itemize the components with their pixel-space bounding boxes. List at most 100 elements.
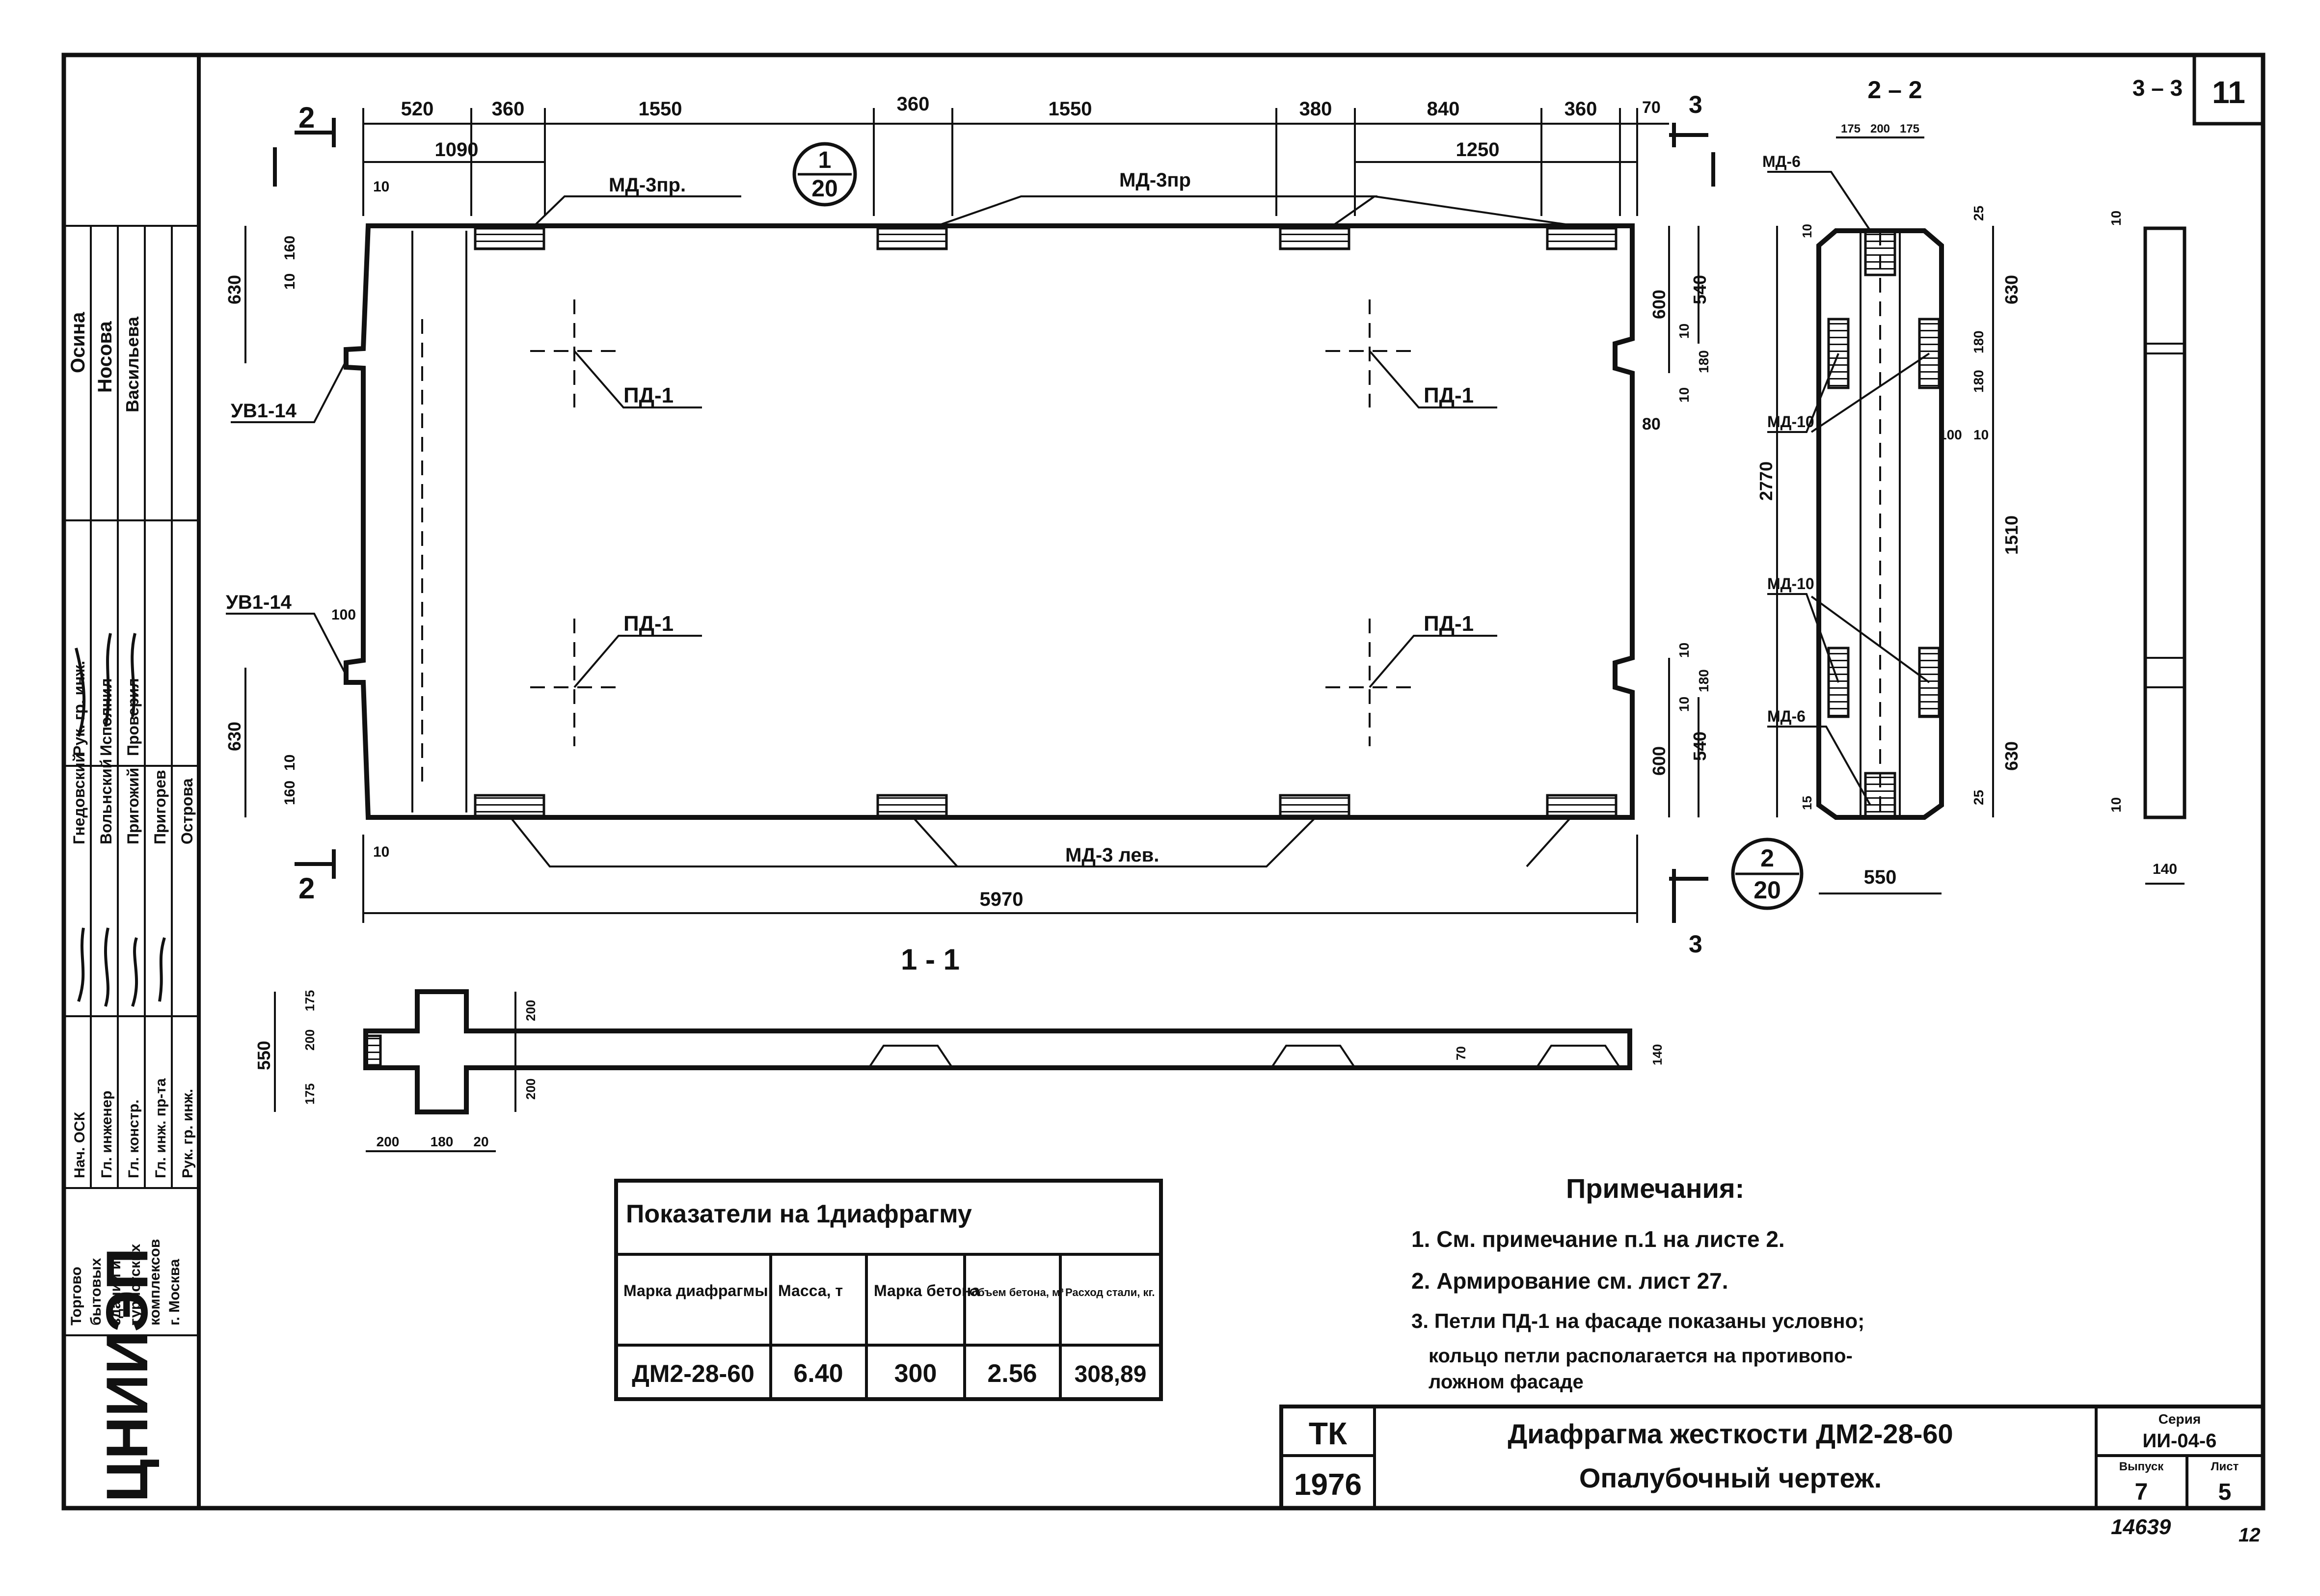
section-1-1-title: 1 - 1 xyxy=(901,943,960,976)
note-3: 3. Петли ПД-1 на фасаде показаны условно… xyxy=(1411,1309,1864,1332)
label-uvi14-b: УВ1-14 xyxy=(226,592,292,613)
corner-sheet-box xyxy=(2192,53,2265,126)
org-line-1: Торгово xyxy=(68,1267,84,1325)
corner-sheet-number: 11 xyxy=(2212,75,2245,110)
title-tk: ТК xyxy=(1309,1416,1348,1451)
dim-top-6: 380 xyxy=(1299,98,1332,120)
role-3: Гл. констр. xyxy=(126,1100,142,1178)
s2-dim-25a: 25 xyxy=(1971,206,1986,221)
name2-2: Носова xyxy=(94,321,116,393)
indicators-table: Показатели на 1диафрагму Марка диафрагмы… xyxy=(614,1179,1163,1401)
section-mark-3-bottom: 3 xyxy=(1689,930,1702,958)
s3-dim-10a: 10 xyxy=(2108,211,2124,226)
role-2: Гл. инженер xyxy=(99,1091,115,1179)
section-3-3-title: 3 – 3 xyxy=(2132,75,2183,101)
s2-dim-180a: 180 xyxy=(1971,330,1986,353)
scale-bubble-2-bottom: 20 xyxy=(1753,876,1781,904)
role-4: Гл. инж. пр-та xyxy=(153,1078,169,1178)
label-pd1-d: ПД-1 xyxy=(1424,612,1474,636)
section-3-3: 3 – 3 10 10 140 xyxy=(2108,75,2186,885)
dim-right-10b: 10 xyxy=(1676,387,1692,403)
s1-dim-b180: 180 xyxy=(431,1134,454,1149)
dim-10-top: 10 xyxy=(373,179,389,195)
org-line-4: туристских xyxy=(127,1244,143,1325)
s2-dim-630b: 630 xyxy=(2001,741,2022,771)
s1-dim-175a: 175 xyxy=(302,990,317,1011)
label-md10-b: МД-10 xyxy=(1767,575,1814,593)
s2-dim-1510: 1510 xyxy=(2001,515,2022,555)
s2-dim-630a: 630 xyxy=(2001,275,2022,304)
dim-right-80: 80 xyxy=(1642,415,1661,433)
dim-right-180b: 180 xyxy=(1696,669,1711,692)
title-line-2: Опалубочный чертеж. xyxy=(1579,1462,1882,1493)
s3-dim-10b: 10 xyxy=(2108,797,2124,812)
org-line-6: г. Москва xyxy=(166,1259,183,1325)
name-3: Пригожий xyxy=(124,768,142,844)
s3-dim-140: 140 xyxy=(2153,861,2177,877)
indicators-header-3: Марка бетона xyxy=(874,1282,980,1299)
dim-left-630a: 630 xyxy=(224,275,244,304)
dim-right-10c: 10 xyxy=(1676,643,1692,658)
sheet-value: 5 xyxy=(2218,1479,2232,1505)
notes-title: Примечания: xyxy=(1566,1173,1744,1204)
series-value: ИИ-04-6 xyxy=(2143,1430,2217,1452)
org-logo: ЦНИИЭП xyxy=(94,1248,160,1502)
issue-value: 7 xyxy=(2135,1479,2148,1505)
facade-view: ПД-1 ПД-1 ПД-1 ПД-1 МД-3пр. МД-3пр МД-3 … xyxy=(224,91,1715,958)
section-mark-2-top: 2 xyxy=(298,101,315,134)
s1-dim-200: 200 xyxy=(302,1029,317,1051)
sheet-label: Лист xyxy=(2211,1460,2239,1473)
indicators-header-2: Масса, т xyxy=(778,1282,843,1299)
dim-top-1: 520 xyxy=(401,98,434,120)
dim-right-10d: 10 xyxy=(1676,697,1692,712)
org-line-5: комплексов xyxy=(147,1239,163,1325)
indicators-header-1: Марка диафрагмы xyxy=(623,1282,768,1299)
dim-top-8: 360 xyxy=(1565,98,1597,120)
dim-right-600b: 600 xyxy=(1649,746,1669,776)
label-md3lev: МД-3 лев. xyxy=(1065,844,1159,866)
s2-dim-175b: 175 xyxy=(1900,122,1919,135)
dim-left-160b: 160 xyxy=(282,781,298,805)
s1-dim-b200: 200 xyxy=(377,1134,400,1149)
s1-dim-550: 550 xyxy=(254,1041,274,1070)
name-5: Острова xyxy=(178,778,196,844)
indicators-title: Показатели на 1диафрагму xyxy=(626,1200,972,1228)
dim-top-5: 1550 xyxy=(1049,98,1092,120)
side-stamp: ЦНИИЭП Торгово бытовых зданий и туристск… xyxy=(64,225,199,1502)
label-md3pr-a: МД-3пр. xyxy=(609,174,686,196)
s1-dim-200b: 200 xyxy=(523,1079,538,1100)
role-5: Рук. гр. инж. xyxy=(180,1089,196,1178)
org-line-2: бытовых xyxy=(88,1258,104,1325)
s1-dim-175b: 175 xyxy=(302,1083,317,1105)
s2-dim-15: 15 xyxy=(1800,796,1814,810)
name-4: Пригорев xyxy=(151,770,169,844)
section-2-2-title: 2 – 2 xyxy=(1867,76,1922,104)
indicators-mark: ДМ2-28-60 xyxy=(632,1360,755,1387)
label-md3pr-b: МД-3пр xyxy=(1119,169,1191,191)
name-1: Гнедовский xyxy=(70,753,88,844)
note-1: 1. См. примечание п.1 на листе 2. xyxy=(1411,1226,1785,1252)
name-2: Вольнский xyxy=(97,759,115,844)
s1-dim-140: 140 xyxy=(1650,1044,1665,1065)
indicators-header-5: Расход стали, кг. xyxy=(1065,1286,1155,1298)
dim-right-600a: 600 xyxy=(1649,290,1669,319)
s2-dim-100: 100 xyxy=(1939,427,1962,442)
s2-dim-200: 200 xyxy=(1870,122,1890,135)
notes-block: Примечания: 1. См. примечание п.1 на лис… xyxy=(1411,1173,1864,1393)
scale-bubble-1-top: 1 xyxy=(818,147,832,173)
s1-dim-b20: 20 xyxy=(473,1134,488,1149)
dim-10-bottom: 10 xyxy=(373,844,389,860)
label-pd1-c: ПД-1 xyxy=(623,612,674,636)
name2-3: Васильева xyxy=(122,316,142,412)
s2-dim-10: 10 xyxy=(1973,427,1989,442)
s1-dim-70: 70 xyxy=(1454,1046,1468,1060)
note-5: ложном фасаде xyxy=(1429,1371,1584,1393)
note-2: 2. Армирование см. лист 27. xyxy=(1411,1268,1728,1294)
sheet-frame xyxy=(61,53,2266,1511)
dim-1250: 1250 xyxy=(1456,139,1500,161)
scale-bubble-1-bottom: 20 xyxy=(811,176,837,202)
section-1-1: 1 - 1 550 175 200 175 200 200 140 70 200… xyxy=(254,943,1665,1152)
series-label: Серия xyxy=(2158,1411,2201,1427)
s2-dim-180b: 180 xyxy=(1971,370,1986,393)
dim-right-540b: 540 xyxy=(1690,731,1710,761)
